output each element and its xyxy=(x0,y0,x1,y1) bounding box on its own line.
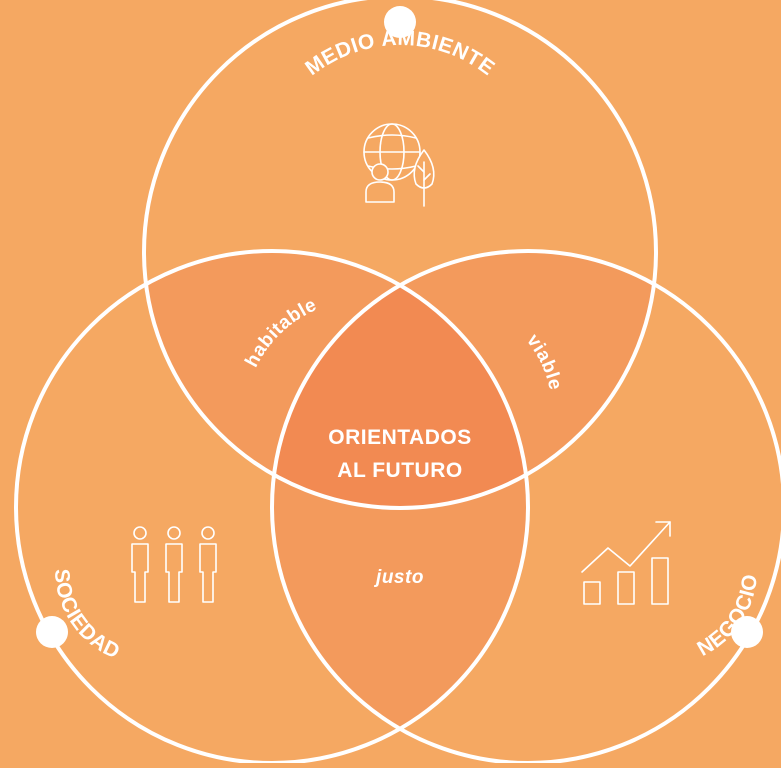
people-icon xyxy=(131,526,217,603)
dot-society xyxy=(36,616,68,648)
center-fill xyxy=(272,251,528,508)
center-line-2: AL FUTURO xyxy=(337,459,462,482)
center-line-1: ORIENTADOS xyxy=(328,426,471,449)
growth-chart-icon xyxy=(581,521,671,605)
circle-environment xyxy=(142,0,658,510)
label-environment: MEDIO AMBIENTE xyxy=(301,27,499,80)
dot-business xyxy=(731,616,763,648)
label-business: NEGOCIO xyxy=(693,573,762,661)
dot-environment xyxy=(384,6,416,38)
label-justo: justo xyxy=(373,567,424,588)
overlap-center xyxy=(272,251,528,508)
globe-person-leaf-icon xyxy=(363,123,435,207)
